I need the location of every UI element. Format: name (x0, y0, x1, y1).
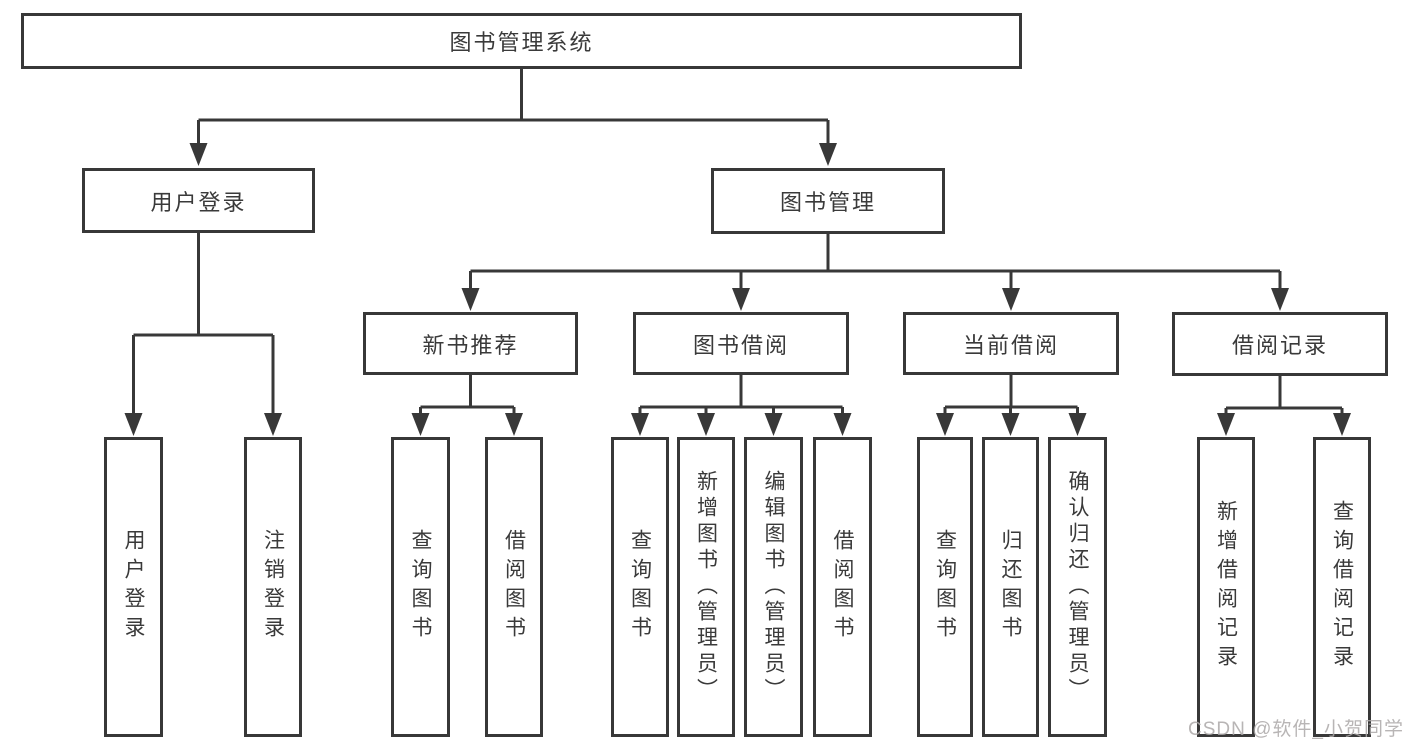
leaf-query-books: 查询图书 (917, 437, 973, 737)
node-label: 当前借阅 (962, 332, 1059, 358)
node-book-management: 图书管理 (711, 168, 945, 234)
leaf-logout: 注销登录 (244, 437, 302, 737)
arrowhead-icon (732, 288, 750, 311)
arrowhead-icon (1002, 288, 1020, 311)
arrowhead-icon (936, 413, 954, 436)
arrowhead-icon (697, 413, 715, 436)
leaf-add-borrow-record: 新增借阅记录 (1197, 437, 1255, 737)
root-node-system: 图书管理系统 (21, 13, 1022, 69)
arrowhead-icon (264, 413, 282, 436)
node-label: 借阅记录 (1231, 333, 1328, 358)
node-label: 图书借阅 (692, 332, 789, 358)
node-borrow-records: 借阅记录 (1172, 312, 1388, 376)
arrowhead-icon (1001, 413, 1020, 436)
connector-new-book (419, 375, 516, 414)
leaf-add-books-admin: 新增图书（管理员） (677, 437, 735, 737)
connector-user-login (132, 233, 275, 414)
arrowhead-icon (505, 413, 523, 436)
arrowhead-icon (1217, 413, 1235, 436)
leaf-edit-books-admin: 编辑图书（管理员） (744, 437, 803, 737)
arrowhead-icon (833, 413, 852, 436)
arrowhead-icon (1271, 288, 1289, 311)
node-label: 图书管理 (779, 190, 876, 215)
leaf-query-books: 查询图书 (391, 437, 450, 737)
node-book-borrow: 图书借阅 (633, 312, 849, 375)
arrowhead-icon (189, 143, 208, 166)
connector-book-management (469, 234, 1282, 289)
connector-borrow-records (1224, 375, 1344, 414)
arrowhead-icon (819, 143, 837, 166)
leaf-query-borrow-record: 查询借阅记录 (1313, 437, 1371, 737)
node-current-borrow: 当前借阅 (903, 312, 1119, 375)
arrowhead-icon (1068, 413, 1087, 436)
leaf-query-books: 查询图书 (611, 437, 669, 737)
leaf-return-books: 归还图书 (982, 437, 1039, 737)
leaf-borrow-books: 借阅图书 (813, 437, 872, 737)
leaf-confirm-return-admin: 确认归还（管理员） (1048, 437, 1107, 737)
arrowhead-icon (764, 413, 783, 436)
node-label: 用户登录 (150, 189, 247, 215)
arrowhead-icon (631, 413, 649, 436)
node-new-book-recommend: 新书推荐 (363, 312, 578, 375)
csdn-watermark: CSDN @软件_小贺同学 (1188, 719, 1404, 740)
arrowhead-icon (124, 413, 143, 436)
leaf-borrow-books: 借阅图书 (485, 437, 543, 737)
node-label: 新书推荐 (422, 332, 519, 358)
arrowhead-icon (411, 413, 430, 436)
leaf-user-login: 用户登录 (104, 437, 163, 737)
arrowhead-icon (1333, 413, 1351, 436)
node-user-login: 用户登录 (82, 168, 315, 233)
root-node-label: 图书管理系统 (449, 30, 594, 55)
arrowhead-icon (461, 288, 480, 311)
connector-current-borrow (943, 375, 1079, 414)
connector-book-borrow (638, 375, 844, 414)
connector-root (197, 69, 830, 144)
